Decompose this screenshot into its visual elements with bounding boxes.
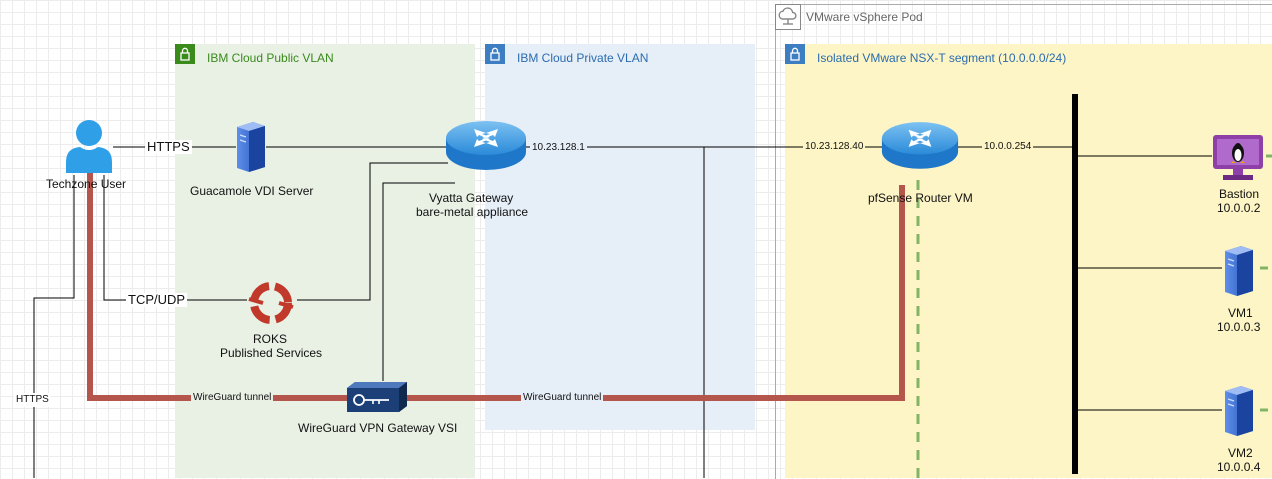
edge-label-https: HTTPS (145, 139, 192, 154)
public-vlan-title: IBM Cloud Public VLAN (207, 51, 334, 65)
edge-label-pfsense-wan: 10.23.128.40 (803, 140, 866, 154)
vyatta-label-line1: Vyatta Gateway (429, 191, 514, 205)
link-wireguard-vyatta (382, 182, 455, 381)
vyatta-label-line2: bare-metal appliance (416, 205, 529, 219)
link-user-roks (103, 175, 247, 301)
zone-nsx-segment (785, 44, 1272, 478)
router-icon[interactable] (444, 118, 528, 177)
nsx-segment-title: Isolated VMware NSX-T segment (10.0.0.0/… (817, 51, 1067, 65)
private-vlan-title: IBM Cloud Private VLAN (517, 51, 649, 65)
lock-icon (485, 44, 505, 64)
server-icon[interactable] (235, 121, 267, 178)
edge-label-tcp-udp: TCP/UDP (126, 292, 188, 307)
roks-label-line1: ROKS (253, 332, 288, 346)
lock-icon (175, 44, 195, 64)
user-label: Techzone User (46, 177, 127, 191)
wireguard-label: WireGuard VPN Gateway VSI (298, 421, 458, 435)
edge-label-vyatta-ip: 10.23.128.1 (530, 141, 587, 155)
linux-desktop-icon[interactable] (1211, 133, 1265, 188)
pfsense-label: pfSense Router VM (868, 191, 973, 205)
cloud-host-icon (775, 4, 801, 30)
zone-private-vlan (485, 44, 755, 430)
vm1-ip: 10.0.0.3 (1217, 320, 1261, 334)
server-icon[interactable] (1223, 245, 1255, 302)
link-roks-vyatta (297, 162, 448, 301)
bastion-ip: 10.0.0.2 (1217, 201, 1261, 215)
openshift-icon[interactable] (245, 278, 297, 333)
edge-label-tunnel-right: WireGuard tunnel (521, 391, 604, 405)
router-icon[interactable] (880, 118, 960, 177)
zone-public-vlan (175, 44, 475, 478)
edge-label-pfsense-lan: 10.0.0.254 (982, 140, 1034, 154)
edge-label-https-left: HTTPS (14, 393, 51, 407)
lock-icon (785, 44, 805, 64)
vm2-ip: 10.0.0.4 (1217, 460, 1261, 474)
wireguard-tunnel (87, 156, 905, 401)
guacamole-label: Guacamole VDI Server (190, 184, 314, 198)
roks-label-line2: Published Services (220, 346, 323, 360)
server-icon[interactable] (1223, 385, 1255, 442)
user-icon[interactable] (64, 118, 114, 178)
vm2-name: VM2 (1228, 446, 1253, 460)
zone-vsphere-pod (775, 4, 1272, 479)
bastion-name: Bastion (1219, 187, 1260, 201)
link-user-https-left (33, 175, 75, 478)
pod-title: VMware vSphere Pod (806, 10, 923, 24)
edge-label-tunnel-left: WireGuard tunnel (191, 391, 274, 405)
vm1-name: VM1 (1228, 306, 1253, 320)
vpn-gateway-icon[interactable] (345, 380, 409, 419)
